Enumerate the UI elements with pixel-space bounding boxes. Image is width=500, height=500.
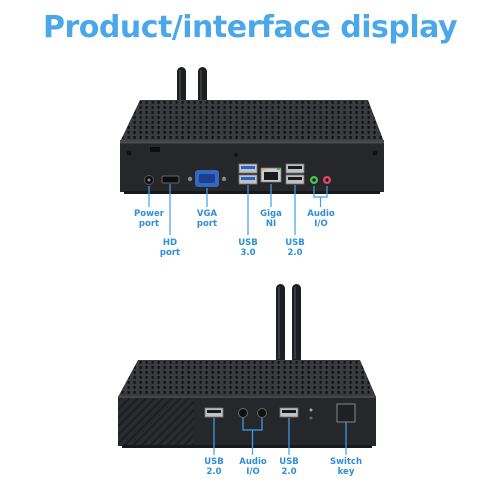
hd-port <box>161 175 180 184</box>
label-usb20-left: USB 2.0 <box>204 457 224 477</box>
label-usb20-right: USB 2.0 <box>279 457 299 477</box>
label-power-port: Power port <box>134 209 164 229</box>
label-usb30: USB 3.0 <box>238 238 258 258</box>
power-switch <box>336 403 356 423</box>
label-hd-port: HD port <box>159 238 181 258</box>
audio-jacks <box>310 176 331 184</box>
ethernet-port <box>260 167 282 183</box>
callout-lines-bottom <box>213 418 347 455</box>
usb20-port-left <box>204 407 224 418</box>
top-vent-surface <box>118 360 376 397</box>
vga-port <box>187 170 227 187</box>
wifi-antenna-right <box>292 284 301 364</box>
screw-icon <box>372 150 378 156</box>
led-indicator <box>309 408 313 412</box>
usb30-port-stack <box>238 163 258 185</box>
top-vent-surface <box>120 100 384 142</box>
label-switch-key: Switch key <box>329 457 363 477</box>
mini-pc-back-view <box>120 67 384 235</box>
usb20-port-stack <box>285 163 305 185</box>
screw-icon <box>234 153 238 157</box>
front-grille <box>118 398 194 446</box>
callout-lines-top <box>148 184 328 235</box>
screw-icon <box>126 150 132 156</box>
led-indicator <box>309 416 313 420</box>
label-audio-io-front: Audio I/O <box>239 457 267 477</box>
usb20-port-right <box>279 407 299 418</box>
page-title: Product/interface display <box>42 10 458 45</box>
label-giga-ni: Giga NI <box>260 209 282 229</box>
wifi-antenna-left <box>276 284 285 364</box>
label-vga-port: VGA port <box>196 209 218 229</box>
mini-pc-front-view <box>118 284 376 455</box>
power-port <box>144 175 154 185</box>
audio-jacks <box>238 408 267 418</box>
label-audio-io: Audio I/O <box>307 209 335 229</box>
label-usb20: USB 2.0 <box>285 238 305 258</box>
